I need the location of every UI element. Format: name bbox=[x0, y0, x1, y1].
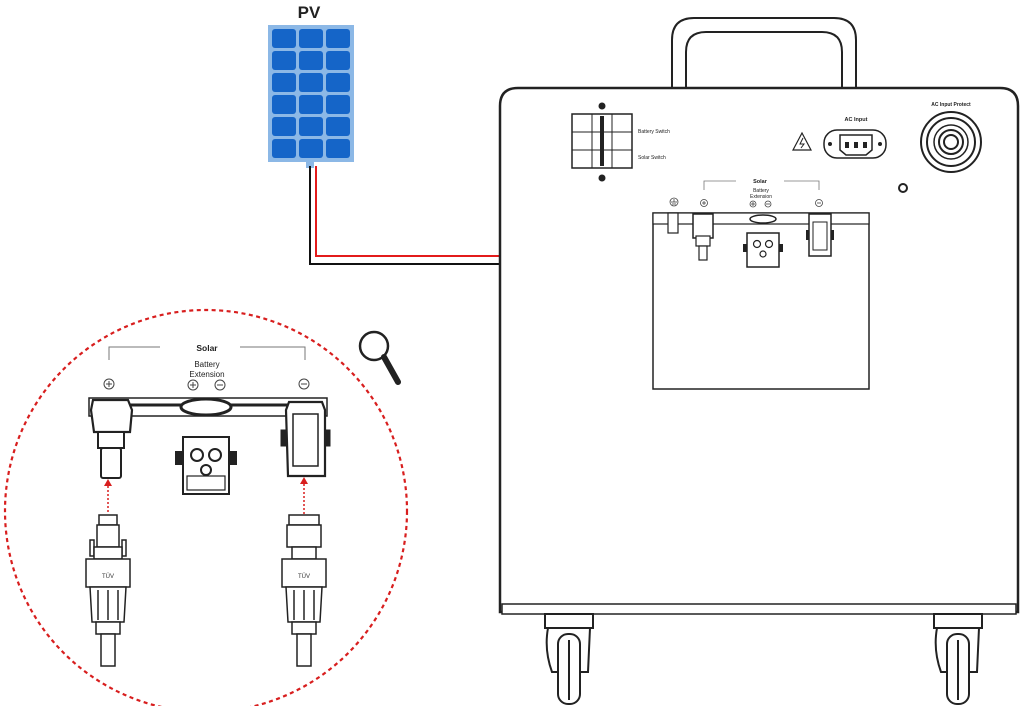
unit-anderson-connector[interactable] bbox=[743, 232, 783, 268]
pv-title: PV bbox=[298, 3, 321, 22]
mc4-connector-icon: TÜV bbox=[85, 514, 131, 667]
pv-cell bbox=[272, 73, 296, 92]
ground-icon bbox=[669, 197, 679, 207]
unit-solar-label: Solar bbox=[753, 179, 768, 185]
pv-cell bbox=[272, 51, 296, 70]
unit-mc4-negative-socket[interactable] bbox=[806, 213, 834, 257]
pv-cell bbox=[272, 95, 296, 114]
svg-text:TÜV: TÜV bbox=[298, 573, 310, 580]
detail-mc4-negative-socket bbox=[280, 400, 331, 478]
detail-zoom-view: Solar Battery Extension bbox=[3, 308, 409, 706]
unit-solar-labels: Solar Battery Extension bbox=[669, 179, 823, 208]
anderson-connector-icon bbox=[175, 436, 237, 495]
ac-inlet-icon[interactable] bbox=[823, 129, 887, 159]
unit-mc4-positive-socket[interactable] bbox=[692, 213, 714, 261]
detail-positive-symbol bbox=[103, 378, 115, 390]
positive-terminal-symbol bbox=[700, 199, 708, 207]
detail-cable-grommet bbox=[179, 397, 233, 417]
ac-input-label: AC Input bbox=[845, 117, 868, 123]
detail-battery-negative-symbol bbox=[214, 379, 226, 391]
pv-cell bbox=[272, 117, 296, 136]
high-voltage-warning-icon bbox=[792, 131, 812, 151]
pv-cell bbox=[326, 73, 350, 92]
mc4-connector-female: TÜV bbox=[281, 514, 327, 667]
detail-extension-label: Extension bbox=[189, 370, 224, 379]
magnifier-icon bbox=[358, 330, 401, 385]
pv-cell bbox=[326, 139, 350, 158]
pv-cell bbox=[326, 51, 350, 70]
pv-cell bbox=[272, 29, 296, 48]
detail-solar-label: Solar bbox=[196, 343, 218, 353]
battery-negative-symbol bbox=[764, 200, 772, 208]
carry-handle bbox=[671, 17, 857, 91]
pv-cell bbox=[299, 73, 323, 92]
pv-cell bbox=[326, 95, 350, 114]
pv-panel: PV bbox=[268, 3, 354, 168]
detail-mc4-positive-socket bbox=[89, 398, 134, 479]
ac-input-protect-label: AC Input Protect bbox=[931, 102, 971, 108]
circuit-breaker-icon[interactable] bbox=[920, 111, 982, 173]
pv-cell bbox=[299, 117, 323, 136]
pv-cell bbox=[299, 95, 323, 114]
caster-right bbox=[933, 613, 983, 705]
detail-negative-symbol bbox=[298, 378, 310, 390]
pv-cell bbox=[326, 29, 350, 48]
pv-cell bbox=[299, 29, 323, 48]
switch-panel: Battery Switch Solar Switch bbox=[571, 102, 670, 182]
pv-cell bbox=[299, 139, 323, 158]
svg-text:TÜV: TÜV bbox=[102, 573, 114, 580]
indicator-hole bbox=[898, 183, 908, 193]
pv-cell bbox=[326, 117, 350, 136]
power-station: Battery Switch Solar Switch AC Input AC … bbox=[498, 17, 1020, 705]
battery-positive-symbol bbox=[749, 200, 757, 208]
connector-compartment bbox=[652, 212, 870, 390]
detail-battery-label: Battery bbox=[194, 360, 219, 369]
caster-left bbox=[544, 613, 594, 705]
pv-cell bbox=[299, 51, 323, 70]
pv-cell bbox=[272, 139, 296, 158]
battery-switch-label: Battery Switch bbox=[638, 129, 670, 135]
negative-terminal-symbol bbox=[815, 199, 823, 207]
solar-panel-icon bbox=[268, 25, 354, 168]
detail-battery-positive-symbol bbox=[187, 379, 199, 391]
unit-battery-label: Battery bbox=[753, 188, 769, 194]
unit-extension-label: Extension bbox=[750, 194, 772, 200]
solar-switch-label: Solar Switch bbox=[638, 155, 666, 161]
